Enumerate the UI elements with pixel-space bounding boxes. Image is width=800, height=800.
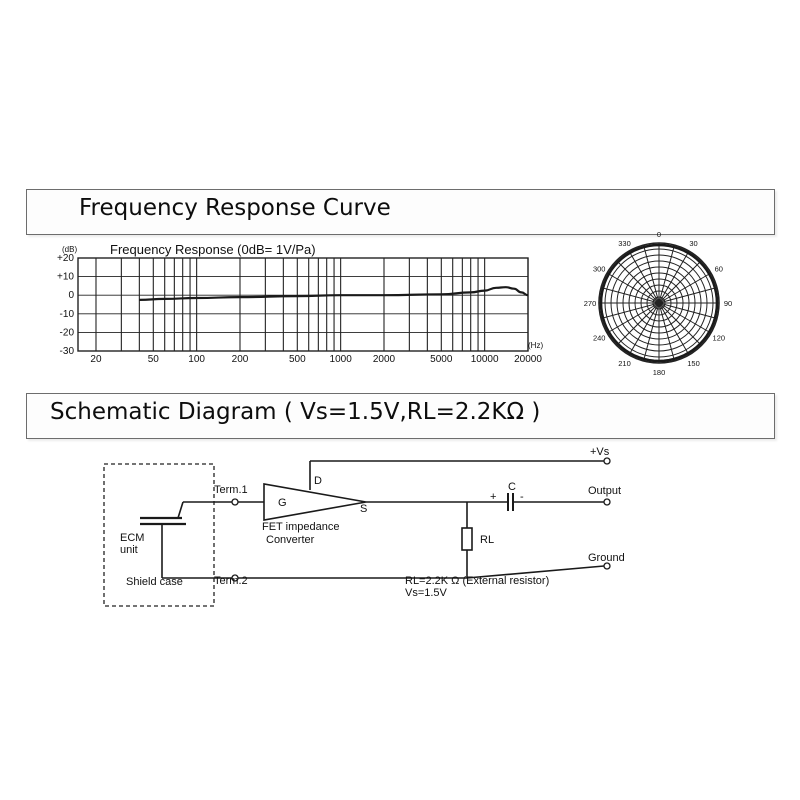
polar-response-curve xyxy=(599,243,719,363)
polar-angle-label: 30 xyxy=(689,239,697,248)
y-tick-label: -30 xyxy=(60,346,75,357)
polar-angle-label: 0 xyxy=(657,230,661,239)
polar-angle-label: 210 xyxy=(618,359,631,368)
x-tick-label: 1000 xyxy=(330,354,353,365)
polar-spoke xyxy=(643,302,660,362)
y-tick-label: 0 xyxy=(68,290,74,301)
polar-spoke xyxy=(658,302,718,319)
ecm-label-line2: unit xyxy=(120,544,138,556)
polar-angle-label: 90 xyxy=(724,299,732,308)
term1-node xyxy=(231,498,239,506)
x-tick-label: 500 xyxy=(289,354,306,365)
capacitor-label: C xyxy=(508,481,516,493)
polar-angle-label: 270 xyxy=(584,299,597,308)
fet-label-line2: Converter xyxy=(266,534,315,546)
polar-center xyxy=(656,300,662,306)
schematic-title: Schematic Diagram ( Vs=1.5V,RL=2.2KΩ ) xyxy=(50,399,541,425)
x-tick-label: 50 xyxy=(148,354,160,365)
polar-spoke xyxy=(658,244,675,304)
y-tick-label: +10 xyxy=(57,272,74,283)
polar-spoke xyxy=(600,287,660,304)
polar-spoke xyxy=(658,302,712,334)
polar-angle-labels: 0 30 60 90 120 150 180 210 240 270 300 330 xyxy=(584,230,732,377)
polar-angle-label: 120 xyxy=(713,334,726,343)
polar-spoke xyxy=(658,287,718,304)
resistor-label: RL xyxy=(480,534,494,546)
drain-label: D xyxy=(314,475,322,487)
polar-spoke xyxy=(658,250,690,304)
y-tick-label: -10 xyxy=(60,309,75,320)
response-curve xyxy=(139,286,529,301)
chart-title: Frequency Response (0dB= 1V/Pa) xyxy=(110,242,316,257)
load-resistor xyxy=(461,527,473,551)
polar-angle-label: 300 xyxy=(593,265,606,274)
polar-angle-label: 240 xyxy=(593,334,606,343)
y-tick-labels: +20 +10 0 -10 -20 -30 xyxy=(57,253,74,357)
capacitor-minus: - xyxy=(520,491,524,503)
voltage-note: Vs=1.5V xyxy=(405,587,448,599)
polar-spoke xyxy=(628,250,660,304)
chart-grid xyxy=(77,257,529,352)
polar-spoke xyxy=(658,302,675,362)
x-tick-label: 2000 xyxy=(373,354,396,365)
polar-spoke xyxy=(606,302,660,334)
term2-label: Term.2 xyxy=(214,575,248,587)
vs-node xyxy=(603,457,611,465)
y-tick-label: -20 xyxy=(60,327,75,338)
x-tick-label: 20000 xyxy=(514,354,542,365)
x-tick-label: 10000 xyxy=(471,354,499,365)
capacitor-plus: + xyxy=(490,491,496,503)
polar-spoke xyxy=(616,302,660,346)
frequency-title-box: Frequency Response Curve xyxy=(26,189,775,235)
output-node xyxy=(603,498,611,506)
ecm-lead-top xyxy=(177,501,184,519)
fet-symbol xyxy=(263,483,367,521)
y-tick-label: +20 xyxy=(57,253,74,264)
polar-spoke xyxy=(606,272,660,304)
source-label: S xyxy=(360,503,367,515)
polar-spoke xyxy=(658,272,712,304)
polar-spoke xyxy=(643,244,660,304)
shield-case-label: Shield case xyxy=(126,576,183,588)
polar-spoke xyxy=(658,260,702,304)
polar-spoke xyxy=(658,302,702,346)
ground-rail-right xyxy=(466,565,605,579)
y-unit-label: (dB) xyxy=(62,245,77,254)
polar-spoke xyxy=(628,302,660,356)
polar-angle-label: 150 xyxy=(687,359,700,368)
schematic-title-box: Schematic Diagram ( Vs=1.5V,RL=2.2KΩ ) xyxy=(26,393,775,439)
resistor-note: RL=2.2K Ω (External resistor) xyxy=(405,575,549,587)
output-label: Output xyxy=(588,485,621,497)
ground-label: Ground xyxy=(588,552,625,564)
x-tick-label: 20 xyxy=(90,354,102,365)
polar-spoke xyxy=(616,260,660,304)
polar-angle-label: 60 xyxy=(715,265,723,274)
frequency-title: Frequency Response Curve xyxy=(79,195,391,221)
polar-angle-label: 330 xyxy=(618,239,631,248)
gate-label: G xyxy=(278,497,287,509)
polar-angle-label: 180 xyxy=(653,368,666,377)
polar-spoke xyxy=(600,302,660,319)
term1-label: Term.1 xyxy=(214,484,248,496)
x-tick-label: 100 xyxy=(188,354,205,365)
x-tick-label: 5000 xyxy=(430,354,453,365)
ground-node xyxy=(603,562,611,570)
x-tick-labels: 20 50 100 200 500 1000 2000 5000 10000 20000 xyxy=(90,354,542,365)
fet-label-line1: FET impedance xyxy=(262,521,339,533)
polar-spoke xyxy=(658,302,690,356)
x-unit-label: (Hz) xyxy=(528,341,543,350)
ecm-label-line1: ECM xyxy=(120,532,144,544)
vs-label: +Vs xyxy=(590,446,610,458)
x-tick-label: 200 xyxy=(232,354,249,365)
polar-spokes xyxy=(599,243,719,363)
